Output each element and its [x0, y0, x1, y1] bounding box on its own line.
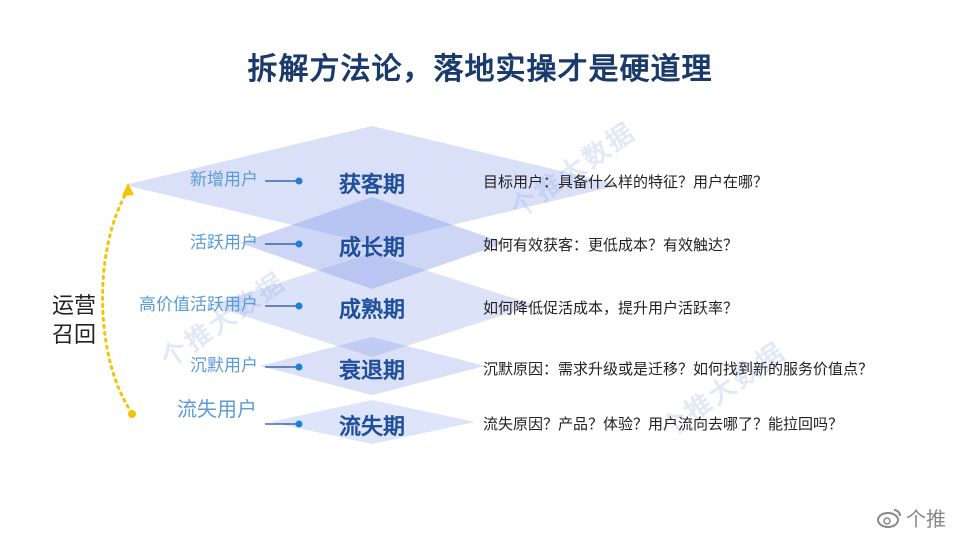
stage-description: 流失原因？产品？体验？用户流向去哪了？能拉回吗？	[483, 415, 844, 433]
stage-diamond-1	[125, 126, 620, 244]
recall-arrow	[101, 188, 134, 415]
stage-diamond-2	[240, 197, 505, 289]
user-label-active: 活跃用户	[190, 233, 258, 253]
weibo-icon	[877, 508, 901, 528]
stage-description: 目标用户：具备什么样的特征？用户在哪？	[483, 173, 769, 191]
arrow-tail-dot	[128, 410, 136, 418]
user-label-new: 新增用户	[190, 170, 258, 190]
stage-decline: 衰退期	[338, 359, 405, 384]
brand-mark: 个推	[876, 503, 946, 532]
brand-name: 个推	[906, 507, 946, 531]
stage-growth: 成长期	[338, 236, 405, 261]
stage-maturity: 成熟期	[338, 298, 405, 323]
stage-churn: 流失期	[338, 415, 405, 440]
stage-diamond-5	[270, 400, 475, 444]
stage-diamond-3	[210, 253, 535, 357]
stage-acquisition: 获客期	[338, 173, 405, 198]
stage-description: 如何降低促活成本，提升用户活跃率？	[483, 299, 739, 317]
stage-description: 沉默原因：需求升级或是迁移？如何找到新的服务价值点？	[483, 360, 874, 378]
stage-description: 如何有效获客：更低成本？有效触达？	[483, 236, 739, 254]
user-label-churned: 流失用户	[177, 397, 257, 421]
stage-diamond-4	[260, 337, 485, 395]
connectors	[265, 177, 303, 428]
user-label-high-value: 高价值活跃用户	[139, 295, 258, 315]
page-title: 拆解方法论，落地实操才是硬道理	[247, 52, 713, 87]
recall-label: 运营召回	[51, 294, 96, 348]
arrow-head-icon	[122, 183, 134, 196]
user-label-silent: 沉默用户	[190, 356, 258, 376]
